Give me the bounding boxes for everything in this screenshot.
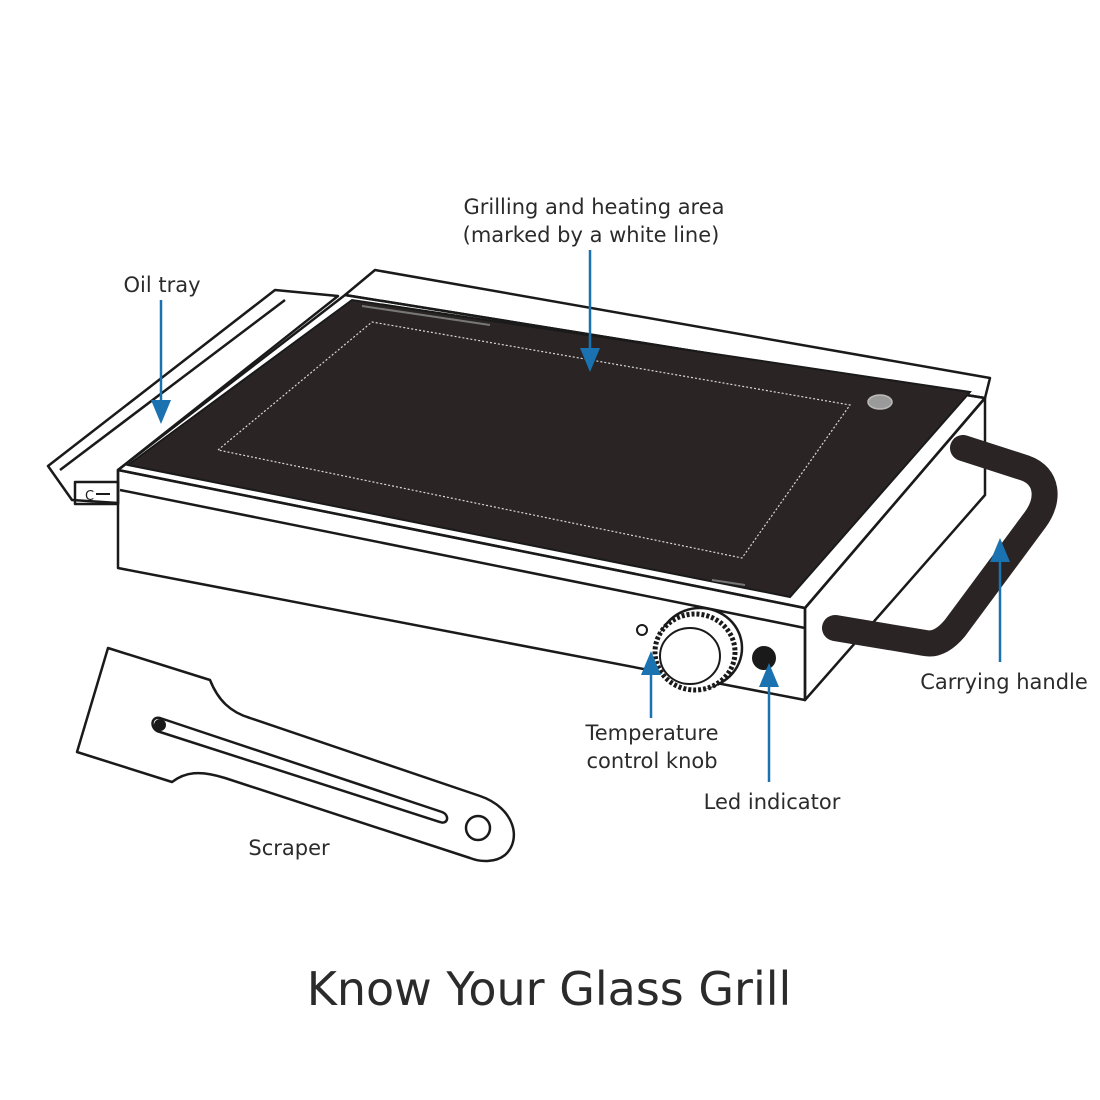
glass-brand-mark: [361, 305, 491, 326]
label-temperature-knob-line2: control knob: [586, 749, 717, 773]
scraper-hang-hole: [464, 814, 492, 842]
scraper-outline: [75, 646, 515, 863]
label-carrying-handle: Carrying handle: [920, 670, 1088, 694]
callout-grilling-area: [580, 250, 600, 372]
glass-model-mark: [711, 579, 746, 586]
page-title: Know Your Glass Grill: [307, 962, 792, 1016]
led-indicator-shape: [752, 646, 776, 670]
oil-tray-rim: [59, 299, 286, 471]
label-grilling-area-line1: Grilling and heating area: [463, 195, 724, 219]
scraper-tool: [75, 646, 515, 863]
callout-carrying-handle: [990, 538, 1010, 662]
label-grilling-area-line2: (marked by a white line): [463, 223, 720, 247]
label-temperature-knob-line1: Temperature: [584, 721, 718, 745]
label-oil-tray: Oil tray: [123, 273, 200, 297]
callout-led-indicator: [759, 663, 779, 782]
heating-zone-line: [216, 321, 852, 559]
label-scraper: Scraper: [248, 836, 330, 860]
scraper-slot-end: [154, 719, 166, 731]
carrying-handle-shape: [822, 435, 1058, 657]
grill-unit: C: [46, 268, 1058, 702]
oil-tray-latch: [73, 480, 120, 506]
callout-temperature-knob: [641, 651, 661, 718]
oil-tray-shape: [46, 288, 340, 505]
grill-side-face: [803, 396, 987, 702]
front-edge-line: [119, 488, 806, 630]
knob-marker-dot: [636, 624, 648, 636]
temperature-knob-shape: [652, 606, 744, 693]
label-led-indicator: Led indicator: [704, 790, 841, 814]
scraper-slot: [151, 716, 449, 824]
glass-plate: [125, 298, 972, 599]
glass-sensor-dot: [867, 394, 893, 410]
callout-oil-tray: [151, 300, 171, 424]
oil-tray-latch-mark: C: [85, 489, 94, 504]
